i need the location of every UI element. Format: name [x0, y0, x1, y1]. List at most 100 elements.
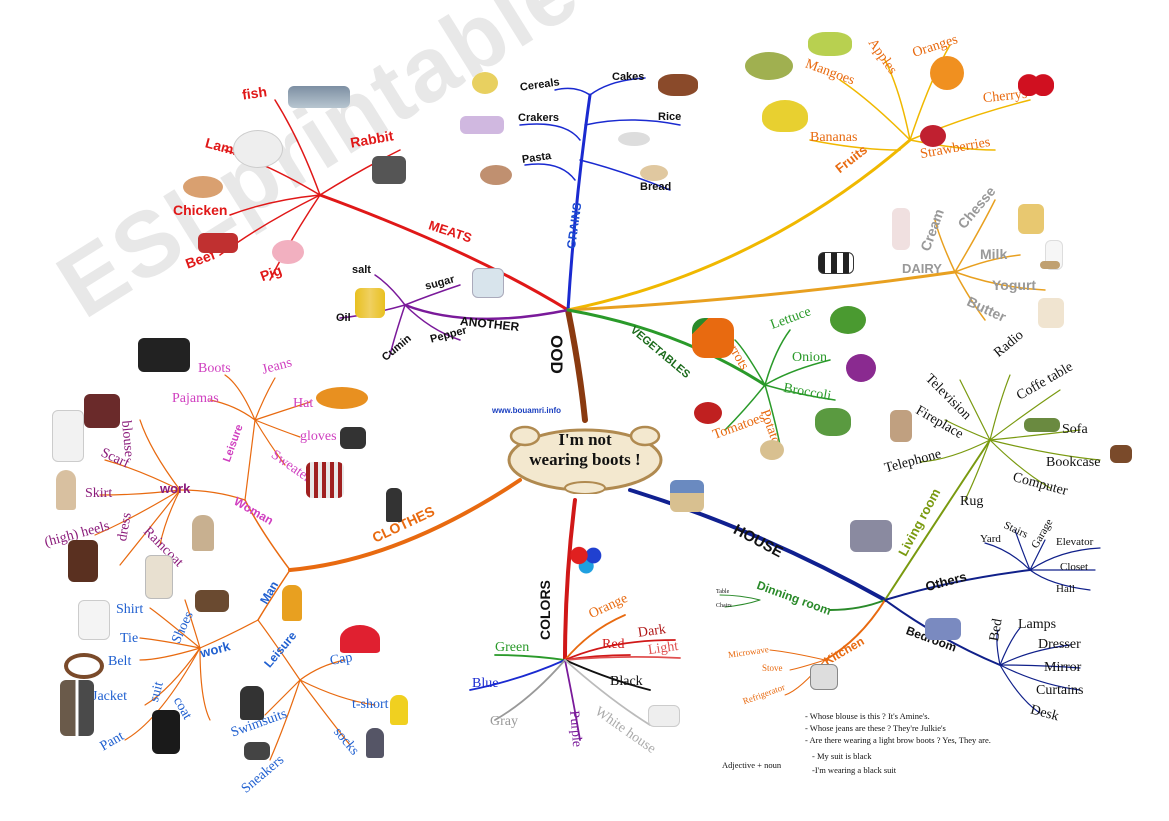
veg-item-onion: Onion	[792, 350, 827, 365]
shirt-white-picture	[52, 410, 84, 462]
others-item-hall: Hall	[1056, 583, 1075, 595]
apples-picture	[808, 32, 852, 56]
colors-label: COLORS	[537, 580, 553, 640]
color-item-green: Green	[495, 640, 530, 655]
lamb-picture	[233, 130, 283, 168]
bedroom-item-mirror: Mirror	[1044, 660, 1082, 675]
cow-picture	[818, 252, 854, 274]
sweater-picture	[306, 462, 344, 498]
bread-picture	[640, 165, 668, 181]
boots-picture	[138, 338, 190, 372]
color-item-black: Black	[610, 674, 643, 689]
food-trunk	[565, 307, 588, 423]
meat-item-chicken: Chicken	[173, 202, 228, 218]
living-item-bookcase: Bookcase	[1046, 455, 1101, 470]
food-label: OOD	[547, 335, 566, 374]
living-item-rug: Rug	[960, 494, 984, 509]
grain-item-rice: Rice	[658, 111, 682, 123]
color-item-blue: Blue	[472, 676, 499, 691]
sugar-picture	[472, 268, 504, 298]
socks-person-picture	[366, 728, 384, 758]
white-house-picture	[648, 705, 680, 727]
stove-picture	[810, 664, 838, 690]
dairy-label: DAIRY	[902, 261, 942, 276]
bedroom-item-lamps: Lamps	[1018, 617, 1057, 632]
another-item-oil: Oil	[336, 312, 351, 324]
suit-men-picture	[60, 680, 94, 736]
pig-picture	[272, 240, 304, 264]
woman-leisure-item-gloves: gloves	[300, 429, 337, 444]
man-branches	[124, 599, 376, 761]
shoes-picture	[195, 590, 229, 612]
shirt-picture	[78, 600, 110, 640]
hat-picture	[316, 387, 368, 409]
color-rings-picture	[570, 545, 606, 575]
fish-picture	[288, 86, 350, 108]
others-item-yard: Yard	[980, 533, 1001, 545]
dining-branches	[719, 594, 761, 608]
living-item-sofa: Sofa	[1062, 422, 1088, 437]
fruits-branches	[566, 44, 1031, 312]
meat-item-fish: fish	[241, 83, 268, 103]
sofa-picture	[1024, 418, 1060, 432]
fruit-item-bananas: Bananas	[810, 130, 858, 145]
beef-picture	[198, 233, 238, 253]
woman-leisure-item-boots: Boots	[198, 361, 231, 376]
oil-bottles-picture	[355, 288, 385, 318]
note-question-2: - Whose jeans are these ? They're Julkie…	[805, 723, 946, 733]
broccoli-picture	[815, 408, 851, 436]
potatoes-picture	[760, 440, 784, 460]
tshirt-person-picture	[390, 695, 408, 725]
carrots-picture	[692, 318, 734, 358]
chicken-picture	[183, 176, 223, 198]
note-adjective-example-2: -I'm wearing a black suit	[812, 765, 897, 775]
vegetables-branches	[566, 308, 836, 446]
others-item-closet: Closet	[1060, 561, 1089, 573]
grains-branches	[519, 77, 681, 312]
cherry-picture	[1018, 60, 1054, 96]
bedroom-item-curtains: Curtains	[1036, 683, 1084, 698]
bookcase-picture	[1110, 445, 1132, 463]
house-branches	[628, 439, 1031, 666]
orange-picture	[930, 56, 964, 90]
lettuce-picture	[830, 306, 866, 334]
bedroom-item-dresser: Dresser	[1038, 637, 1081, 652]
cereals-picture	[472, 72, 498, 94]
butter-picture	[1038, 298, 1064, 328]
woman-figure-picture	[56, 470, 76, 510]
dining-item-chairs: Chairs	[716, 603, 732, 609]
belt-picture	[64, 653, 104, 679]
coat-picture	[152, 710, 180, 754]
center-title-line1: I'm not	[558, 430, 612, 449]
living-room-picture	[850, 520, 892, 552]
center-title-line2: wearing boots !	[529, 450, 641, 469]
cakes-picture	[658, 74, 698, 96]
note-question-1: - Whose blouse is this ? It's Amine's.	[805, 711, 930, 721]
man-work-item-jacket: Jacket	[92, 689, 127, 704]
woman-leisure-item-hat: Hat	[293, 396, 314, 411]
center-bubble	[507, 425, 663, 494]
meats-branches	[219, 99, 570, 312]
kitchen-item-stove: Stove	[762, 663, 783, 673]
center-title: I'm not wearing boots !	[505, 430, 665, 470]
sneakers-picture	[244, 742, 270, 760]
grain-item-bread: Bread	[640, 181, 672, 193]
note-question-3: - Are there wearing a light brow boots ?…	[805, 735, 991, 745]
grain-item-crakers: Crakers	[518, 112, 559, 124]
another-branches	[339, 274, 570, 356]
heels-boots-picture	[68, 540, 98, 582]
cream-picture	[892, 208, 910, 250]
woman-raincoat-picture	[192, 515, 214, 551]
fireplace-picture	[890, 410, 912, 442]
colors-branches	[469, 498, 681, 741]
bedroom-branches	[996, 627, 1081, 714]
another-item-salt: salt	[352, 264, 371, 276]
woman-leisure-item-pajamas: Pajamas	[172, 391, 219, 406]
bedroom-picture	[925, 618, 961, 640]
livingroom-branches	[919, 374, 1101, 501]
color-item-gray: Gray	[490, 714, 518, 729]
site-url: www.bouamri.info	[492, 406, 562, 415]
house-picture	[670, 480, 704, 512]
